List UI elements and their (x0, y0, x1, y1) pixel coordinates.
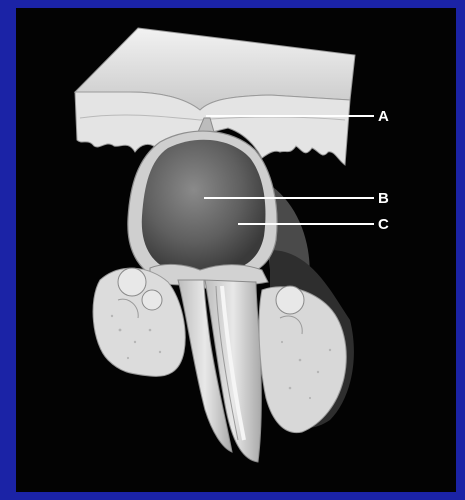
label-a: A (378, 109, 389, 124)
left-follicle-2 (142, 290, 162, 310)
left-follicle-1 (118, 268, 146, 296)
label-c: C (378, 217, 389, 232)
right-follicle-1 (276, 286, 304, 314)
tooth-cyst-illustration (16, 8, 456, 492)
label-b: B (378, 191, 389, 206)
cyst-lumen (142, 140, 266, 272)
